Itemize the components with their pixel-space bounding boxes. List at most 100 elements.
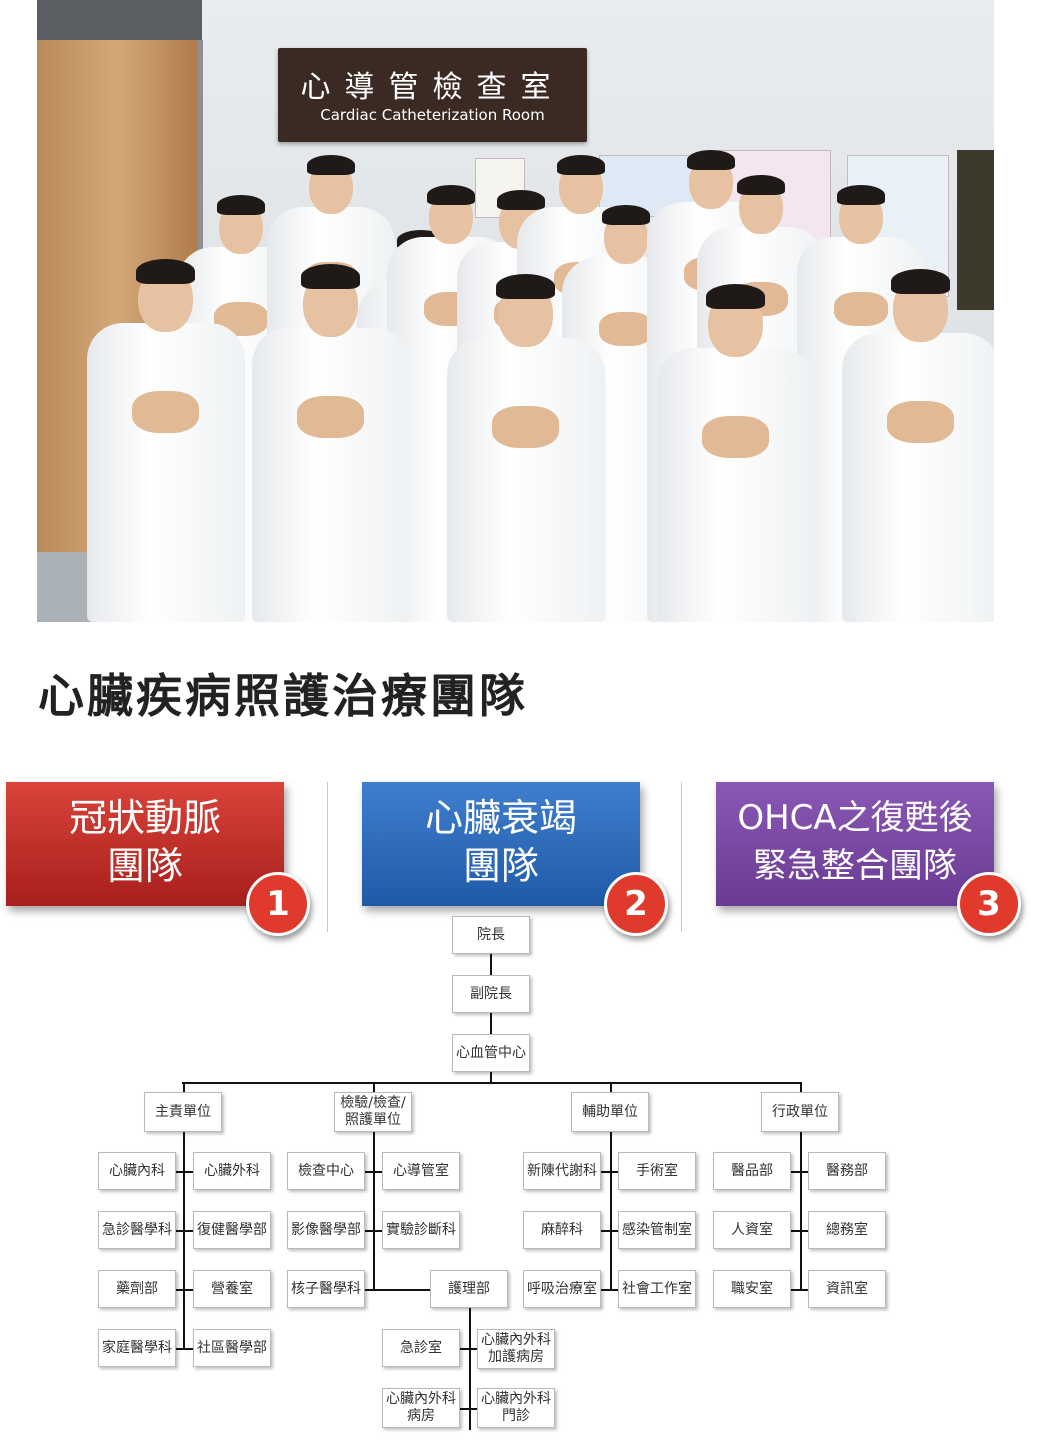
crossed-hands: [297, 396, 365, 438]
connector-line: [176, 1171, 183, 1173]
org-node-unit: 營養室: [193, 1270, 271, 1308]
team-banner-label: 心臟衰竭 團隊: [424, 796, 577, 888]
org-node-ward: 心臟內外科 門診: [477, 1388, 555, 1428]
team-number-badge: 1: [246, 872, 310, 936]
crossed-hands: [702, 416, 770, 458]
connector-line: [183, 1171, 193, 1173]
hair: [496, 273, 556, 299]
team-banner-ohca: OHCA之復甦後 緊急整合團隊: [716, 782, 994, 906]
hair: [496, 189, 545, 211]
crossed-hands: [132, 391, 200, 433]
connector-line: [183, 1289, 193, 1291]
org-node-president: 院長: [452, 916, 530, 954]
connector-line: [469, 1408, 477, 1410]
connector-line: [610, 1289, 618, 1291]
wall-board: [957, 150, 994, 310]
org-node-unit: 實驗診斷科: [382, 1211, 460, 1249]
hair: [556, 154, 605, 176]
org-node-vice-president: 副院長: [452, 975, 530, 1013]
connector-line: [610, 1230, 618, 1232]
connector-line: [800, 1132, 802, 1290]
room-sign-english: Cardiac Catheterization Room: [320, 106, 545, 124]
team-number-badge: 3: [957, 872, 1021, 936]
org-node-unit: 總務室: [808, 1211, 886, 1249]
white-coat: [657, 347, 815, 622]
hair: [736, 174, 785, 196]
org-node-unit: 新陳代謝科: [523, 1152, 601, 1190]
hair: [891, 268, 951, 294]
hair: [706, 283, 766, 309]
connector-line: [183, 1348, 193, 1350]
hair: [601, 204, 650, 226]
room-sign-chinese: 心導管檢查室: [300, 70, 565, 105]
org-node-ward: 心臟內外科 病房: [382, 1388, 460, 1428]
hair: [306, 154, 355, 176]
connector-line: [469, 1308, 471, 1430]
connector-line: [490, 1013, 492, 1034]
org-node-unit: 手術室: [618, 1152, 696, 1190]
crossed-hands: [887, 401, 955, 443]
door-frame: [37, 0, 202, 40]
org-node-unit: 人資室: [713, 1211, 791, 1249]
connector-line: [373, 1289, 430, 1291]
org-node-unit: 麻醉科: [523, 1211, 601, 1249]
connector-line: [490, 1072, 492, 1082]
connector-line: [183, 1132, 185, 1349]
crossed-hands: [492, 406, 560, 448]
org-node-unit: 呼吸治療室: [523, 1270, 601, 1308]
room-sign: 心導管檢查室 Cardiac Catheterization Room: [278, 48, 587, 142]
connector-line: [365, 1230, 373, 1232]
team-photo: 心導管檢查室 Cardiac Catheterization Room: [37, 0, 994, 622]
org-node-group: 輔助單位: [571, 1092, 649, 1132]
org-node-unit: 社區醫學部: [193, 1329, 271, 1367]
org-node-unit: 影像醫學部: [287, 1211, 365, 1249]
org-node-nursing: 護理部: [430, 1270, 508, 1308]
connector-line: [365, 1289, 373, 1291]
page-title: 心臟疾病照護治療團隊: [38, 669, 528, 723]
connector-line: [791, 1230, 800, 1232]
white-coat: [447, 337, 605, 622]
org-node-unit: 檢查中心: [287, 1152, 365, 1190]
org-node-unit: 社會工作室: [618, 1270, 696, 1308]
org-node-unit: 心臟內科: [98, 1152, 176, 1190]
crossed-hands: [833, 292, 888, 326]
team-banner-label: 冠狀動脈 團隊: [68, 796, 221, 888]
org-node-ward: 心臟內外科 加護病房: [477, 1329, 555, 1369]
connector-line: [183, 1082, 185, 1092]
connector-line: [610, 1082, 612, 1092]
org-node-unit: 家庭醫學科: [98, 1329, 176, 1367]
connector-line: [176, 1289, 183, 1291]
org-node-unit: 醫品部: [713, 1152, 791, 1190]
white-coat: [842, 332, 994, 622]
org-node-unit: 藥劑部: [98, 1270, 176, 1308]
white-coat: [252, 327, 410, 622]
org-node-group: 行政單位: [761, 1092, 839, 1132]
connector-line: [183, 1230, 193, 1232]
org-node-unit: 心臟外科: [193, 1152, 271, 1190]
org-node-unit: 感染管制室: [618, 1211, 696, 1249]
hair: [301, 263, 361, 289]
connector-line: [791, 1171, 800, 1173]
crossed-hands: [598, 312, 653, 346]
org-node-unit: 復健醫學部: [193, 1211, 271, 1249]
white-coat: [87, 322, 245, 622]
connector-line: [373, 1082, 375, 1092]
org-node-cardiovascular-center: 心血管中心: [452, 1034, 530, 1072]
org-node-group: 檢驗/檢查/ 照護單位: [334, 1092, 412, 1132]
org-node-group: 主責單位: [144, 1092, 222, 1132]
connector-line: [460, 1408, 469, 1410]
connector-line: [800, 1082, 802, 1092]
connector-line: [373, 1171, 382, 1173]
hair: [686, 149, 735, 171]
connector-line: [800, 1230, 808, 1232]
org-node-unit: 急診醫學科: [98, 1211, 176, 1249]
connector-line: [601, 1289, 610, 1291]
org-node-unit: 醫務部: [808, 1152, 886, 1190]
team-banner-coronary: 冠狀動脈 團隊: [6, 782, 284, 906]
connector-line: [490, 954, 492, 975]
connector-line: [176, 1230, 183, 1232]
org-node-unit: 心導管室: [382, 1152, 460, 1190]
divider: [327, 782, 328, 932]
connector-line: [791, 1289, 800, 1291]
